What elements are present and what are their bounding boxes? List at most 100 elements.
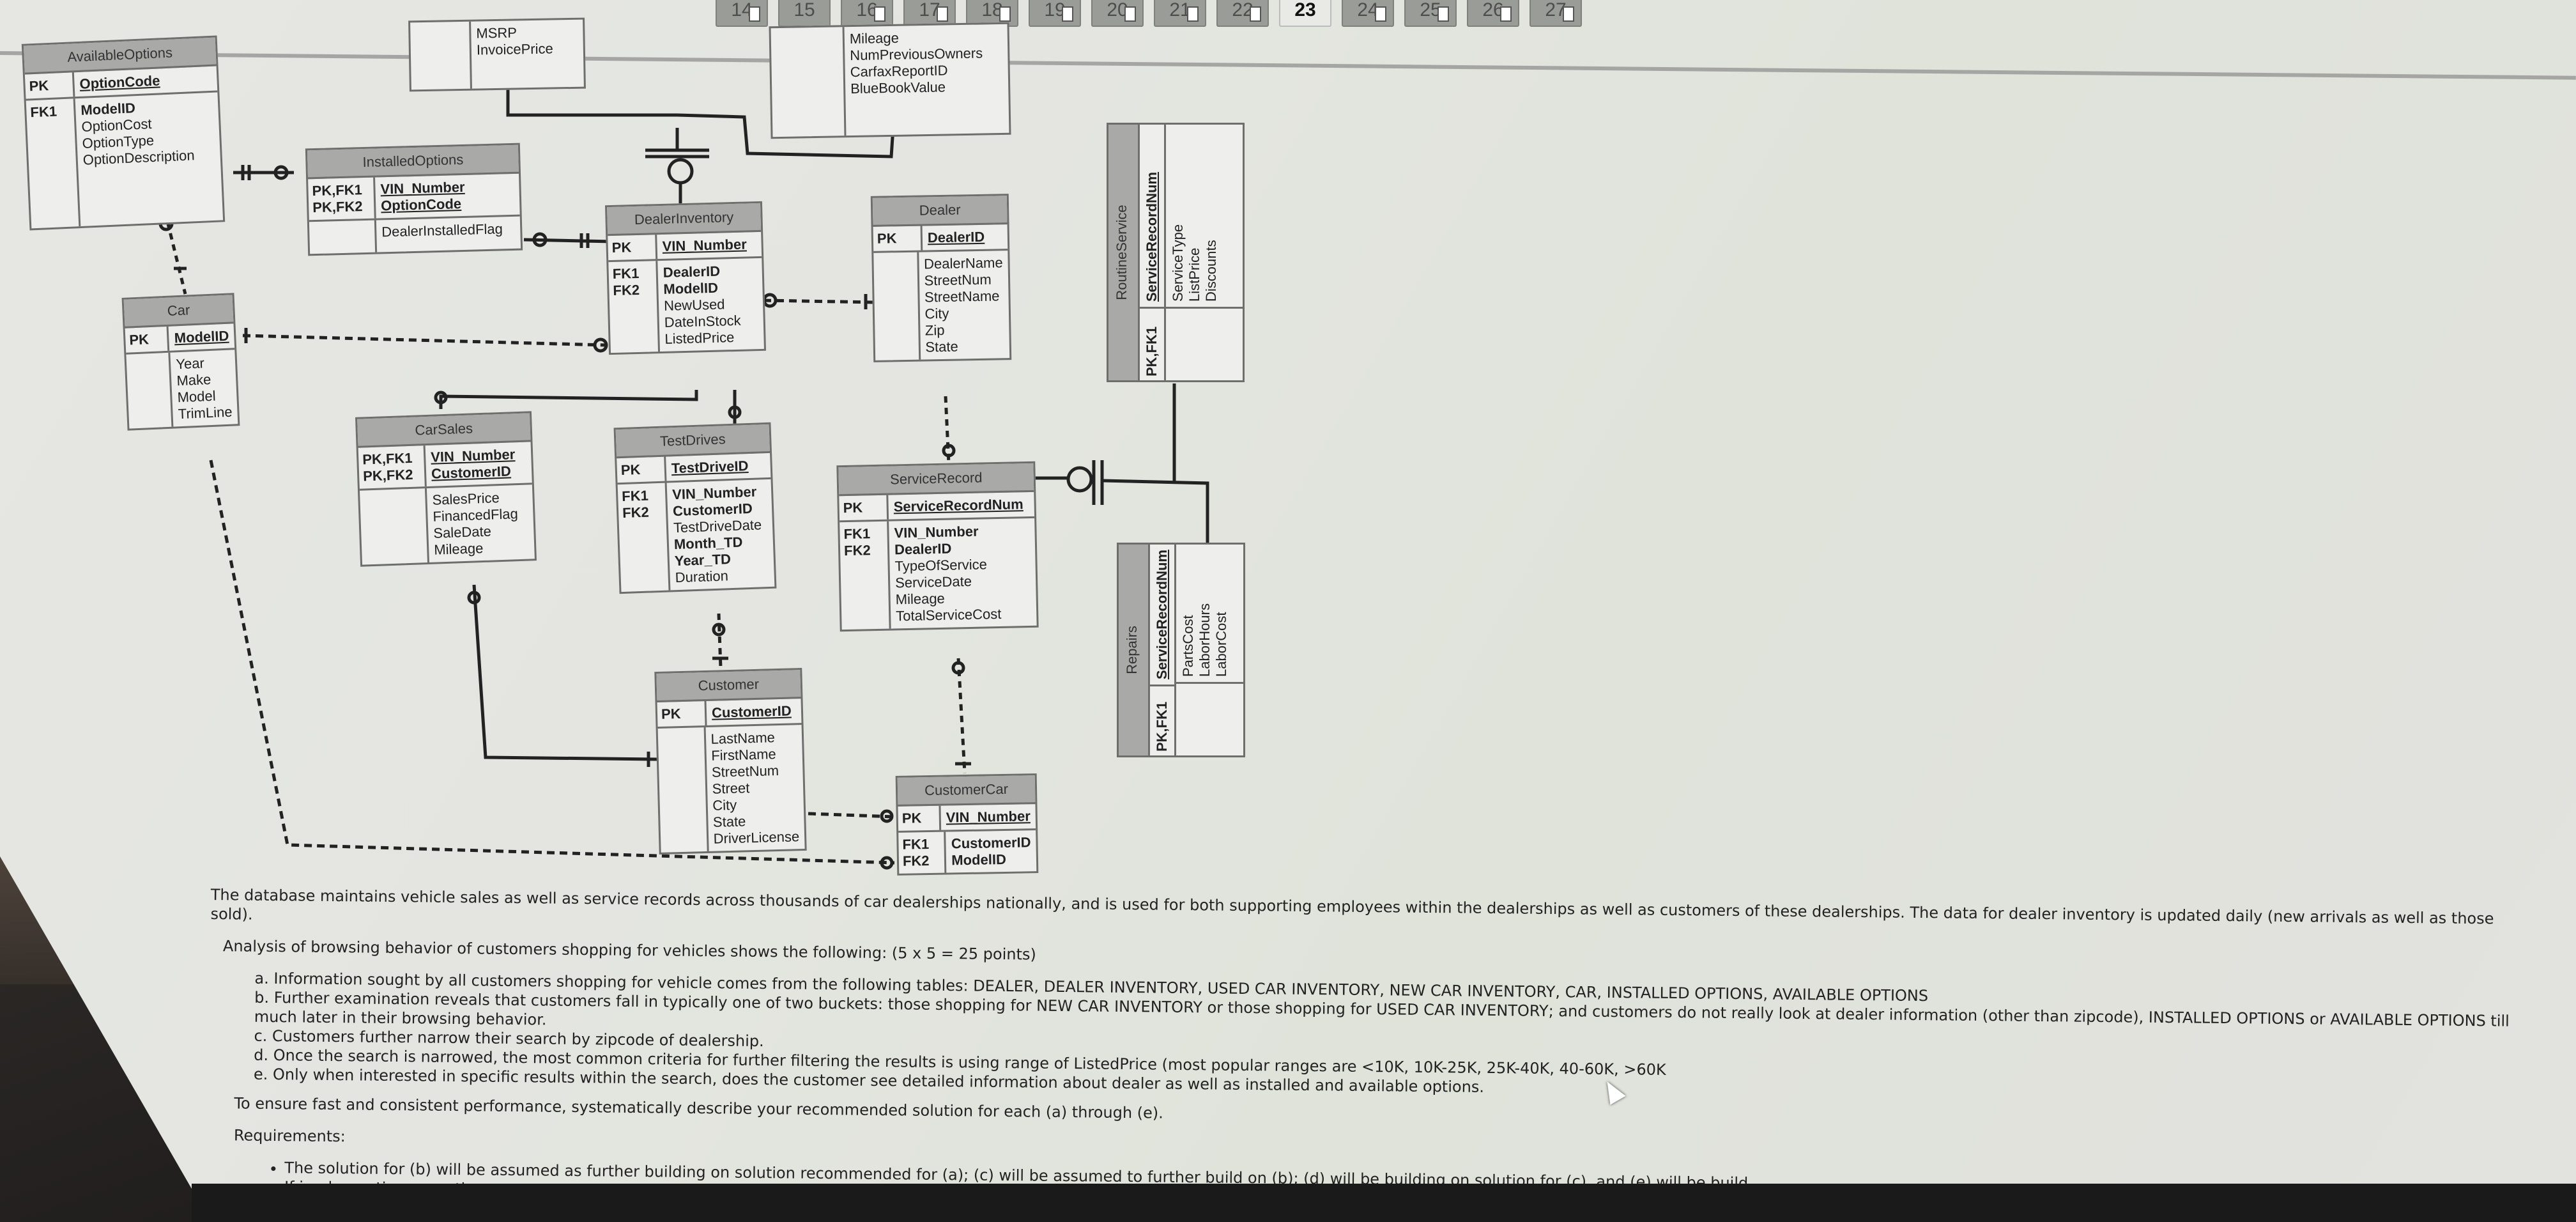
fk-label: FK1 FK2 (898, 831, 947, 874)
pk-field: CustomerID (431, 463, 512, 482)
page-tab-26[interactable]: 26 (1467, 0, 1519, 27)
fk-field: DealerID (894, 540, 952, 558)
page-tab-14[interactable]: 14 (716, 0, 768, 27)
field: CarfaxReportID (850, 62, 948, 81)
field: TestDriveDate (673, 516, 762, 536)
pk-label: PK (873, 226, 923, 251)
page-tab-19[interactable]: 19 (1029, 0, 1081, 27)
field: TotalServiceCost (896, 605, 1002, 624)
monitor-bezel (192, 1184, 2576, 1222)
page-tab-23[interactable]: 23 (1279, 0, 1331, 27)
document-icon (999, 6, 1011, 22)
page-tab-20[interactable]: 20 (1091, 0, 1144, 27)
field: FirstName (710, 746, 777, 764)
field: LastName (710, 729, 776, 747)
pk-label: PK (125, 326, 170, 353)
fk-field: ModelID (951, 851, 1007, 869)
field: LaborHours (1197, 603, 1213, 677)
page-tab-25[interactable]: 25 (1404, 0, 1457, 27)
document-icon (1375, 6, 1386, 22)
document-icon (1250, 6, 1261, 22)
field: ServiceType (1170, 224, 1186, 302)
field: Duration (675, 568, 729, 586)
pk-label: PK,FK1 (1140, 307, 1164, 380)
document-icon (1438, 6, 1449, 22)
field: TrimLine (178, 403, 233, 422)
field: FinancedFlag (433, 506, 519, 525)
entity-title: ServiceRecord (838, 463, 1034, 497)
field: DealerInstalledFlag (381, 220, 503, 240)
document-icon (1500, 6, 1512, 22)
field: Make (176, 371, 211, 389)
field: NumPreviousOwners (850, 45, 983, 64)
assignment-text: The database maintains vehicle sales as … (208, 885, 2511, 1189)
document-icon (1062, 6, 1073, 22)
field: Mileage (433, 540, 484, 558)
entity-used-car-inventory[interactable]: Mileage NumPreviousOwners CarfaxReportID… (769, 22, 1011, 139)
page-tab-21[interactable]: 21 (1154, 0, 1206, 27)
pk-label: PK (24, 72, 75, 99)
pk-label: PK (898, 805, 942, 831)
entity-routine-service[interactable]: RoutineService PK,FK1 ServiceRecordNum Se… (1107, 123, 1245, 382)
field: InvoicePrice (476, 40, 553, 58)
document-icon (749, 6, 760, 22)
field: DriverLicense (713, 828, 800, 847)
field: Model (177, 387, 217, 406)
document-icon (1563, 6, 1574, 22)
field: ServiceDate (894, 573, 972, 591)
page-tab-22[interactable]: 22 (1216, 0, 1269, 27)
field: TypeOfService (894, 556, 988, 575)
pk-field: TestDriveID (671, 458, 749, 477)
fk-label: FK1 FK2 (617, 483, 671, 592)
entity-installed-options[interactable]: InstalledOptions PK,FK1 PK,FK2 VIN_Numbe… (305, 143, 523, 256)
field: State (712, 813, 746, 830)
entity-title: Repairs (1119, 545, 1150, 755)
field: DealerName (923, 254, 1003, 272)
entity-title: RoutineService (1108, 125, 1140, 380)
field: Street (712, 780, 750, 797)
pk-field: VIN_Number (380, 178, 465, 197)
field: Mileage (849, 29, 900, 47)
document-icon (937, 6, 948, 22)
pk-label: PK (839, 495, 889, 521)
field: ListPrice (1186, 247, 1202, 302)
page-tab-24[interactable]: 24 (1342, 0, 1394, 27)
pk-label: PK,FK1 PK,FK2 (308, 177, 376, 220)
fk-field: VIN_Number (894, 523, 979, 541)
entity-title: DealerInventory (607, 203, 762, 236)
page-tab-15[interactable]: 15 (778, 0, 831, 27)
field: ListedPrice (664, 329, 735, 347)
field: Year (175, 355, 205, 373)
entity-car-sales[interactable]: CarSales PK,FK1 PK,FK2 VIN_Number Custom… (355, 411, 537, 567)
field: BlueBookValue (850, 79, 946, 97)
pk-field: ServiceRecordNum (1154, 550, 1170, 679)
document-icon (874, 6, 885, 22)
pk-field: ServiceRecordNum (1144, 172, 1160, 302)
document-icon (1187, 6, 1199, 22)
field: DateInStock (664, 312, 741, 330)
page-tab-label: 23 (1294, 0, 1316, 20)
page-tab-27[interactable]: 27 (1529, 0, 1582, 27)
fk-field: CustomerID (951, 834, 1031, 852)
entity-new-car-inventory[interactable]: MSRP InvoicePrice (408, 17, 586, 92)
pk-label: PK (617, 456, 667, 483)
relationship-lines (0, 0, 2576, 895)
field: PartsCost (1180, 615, 1196, 677)
field: Mileage (895, 590, 946, 608)
field: NewUsed (663, 296, 725, 314)
criteria-list: a. Information sought by all customers s… (254, 969, 2510, 1108)
field: City (924, 305, 949, 322)
fk-field: ModelID (663, 279, 719, 297)
